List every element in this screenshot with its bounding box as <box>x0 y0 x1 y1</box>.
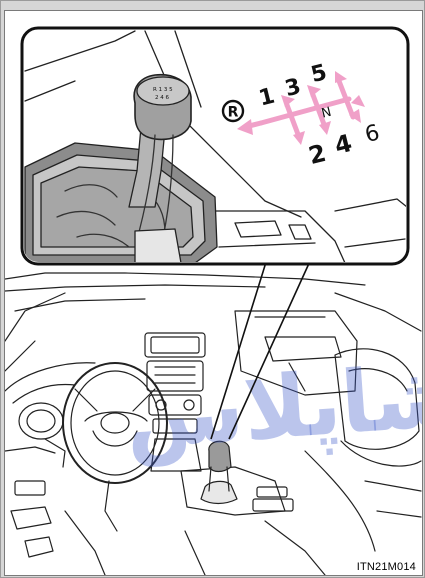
manual-transmission-illustration: کوشاپلاس <box>5 11 422 575</box>
reverse-gear-label: R <box>228 105 239 121</box>
figure-panel: کوشاپلاس <box>4 10 423 576</box>
reverse-gear-symbol: R <box>223 101 243 121</box>
watermark-text: کوشاپلاس <box>122 339 422 469</box>
knob-engraving-top: R 1 3 5 <box>153 87 173 93</box>
figure-code: ITN21M014 <box>357 561 416 573</box>
knob-engraving-bottom: 2 4 6 <box>155 95 169 101</box>
inset-zoom-box: R 1 3 5 2 4 6 <box>22 28 408 264</box>
